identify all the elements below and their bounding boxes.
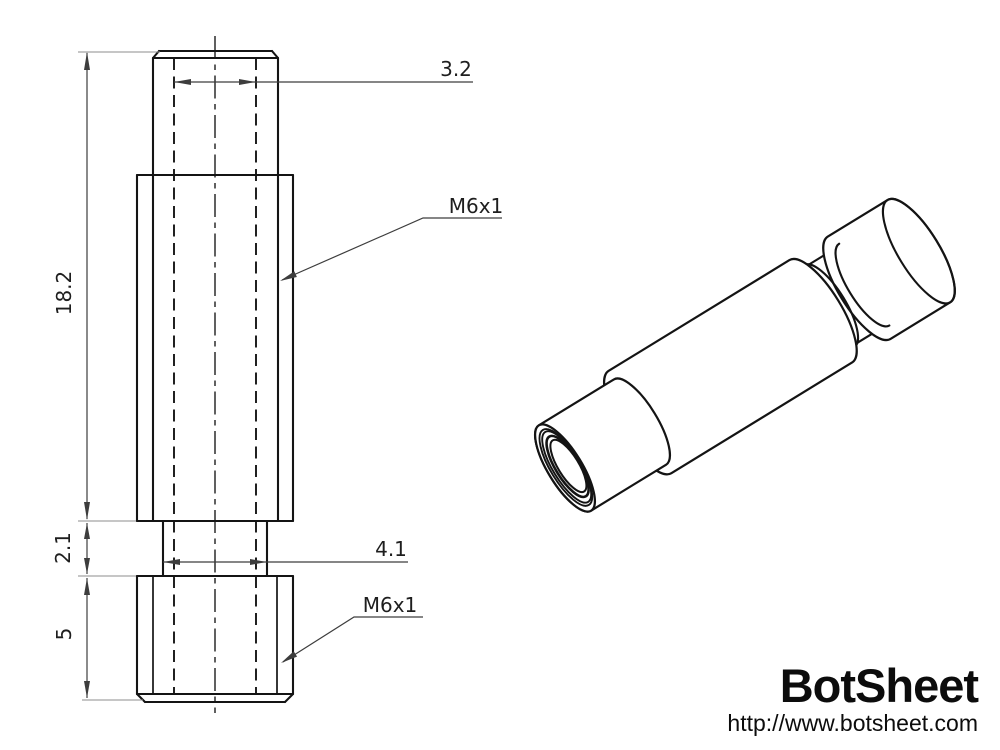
dimension-groove-length: 2.1 — [51, 523, 90, 574]
iso-groove-far-rim — [803, 263, 860, 349]
dim-label-5: 5 — [52, 628, 76, 641]
arrow-left-icon — [163, 559, 180, 565]
thread-callout-upper: M6x1 — [280, 194, 503, 281]
thread-callout-lower: M6x1 — [281, 593, 423, 663]
isometric-view — [534, 197, 956, 513]
arrow-down-icon — [84, 681, 90, 698]
arrow-up-icon — [84, 523, 90, 539]
groove-outline — [161, 519, 269, 578]
arrow-left-icon — [174, 79, 191, 85]
thread-label-upper: M6x1 — [449, 194, 504, 218]
front-view: 18.2 2.1 5 3.2 4.1 — [51, 36, 503, 713]
leader-line — [281, 217, 502, 281]
arrow-right-icon — [250, 559, 267, 565]
dim-label-3-2: 3.2 — [440, 57, 472, 81]
arrow-down-icon — [84, 558, 90, 574]
arrow-down-icon — [84, 502, 90, 520]
iso-end-face-detail — [538, 428, 594, 507]
dim-label-2-1: 2.1 — [51, 532, 75, 564]
chamfer-diag-right — [283, 692, 295, 704]
leader-arrow-icon — [280, 271, 297, 281]
brand-url: http://www.botsheet.com — [727, 710, 978, 737]
bottom-section-outline — [135, 574, 295, 704]
hole-bore — [549, 438, 588, 494]
dimension-hole-diameter: 3.2 — [174, 57, 473, 85]
dimension-end-length: 5 — [52, 578, 90, 698]
dimension-groove-diameter: 4.1 — [163, 537, 408, 565]
arrow-up-icon — [84, 52, 90, 70]
dimension-overall-length: 18.2 — [52, 52, 90, 520]
chamfer-diag-left — [135, 692, 147, 704]
iso-far-end-cap — [881, 197, 956, 305]
hidden-hole-lines — [173, 58, 257, 693]
hole-edge — [545, 434, 590, 499]
arrow-up-icon — [84, 578, 90, 595]
dim-label-18-2: 18.2 — [52, 271, 76, 316]
leader-arrow-icon — [281, 651, 298, 663]
brand-name: BotSheet — [779, 659, 979, 713]
arrow-right-icon — [239, 79, 256, 85]
dim-label-4-1: 4.1 — [375, 537, 407, 561]
brand-block: BotSheet http://www.botsheet.com — [727, 659, 979, 738]
thread-label-lower: M6x1 — [363, 593, 418, 617]
iso-far-front-inner-rim — [834, 242, 891, 328]
extension-lines — [78, 51, 160, 701]
chamfer-diag-right — [270, 49, 280, 60]
leader-line — [282, 616, 423, 663]
